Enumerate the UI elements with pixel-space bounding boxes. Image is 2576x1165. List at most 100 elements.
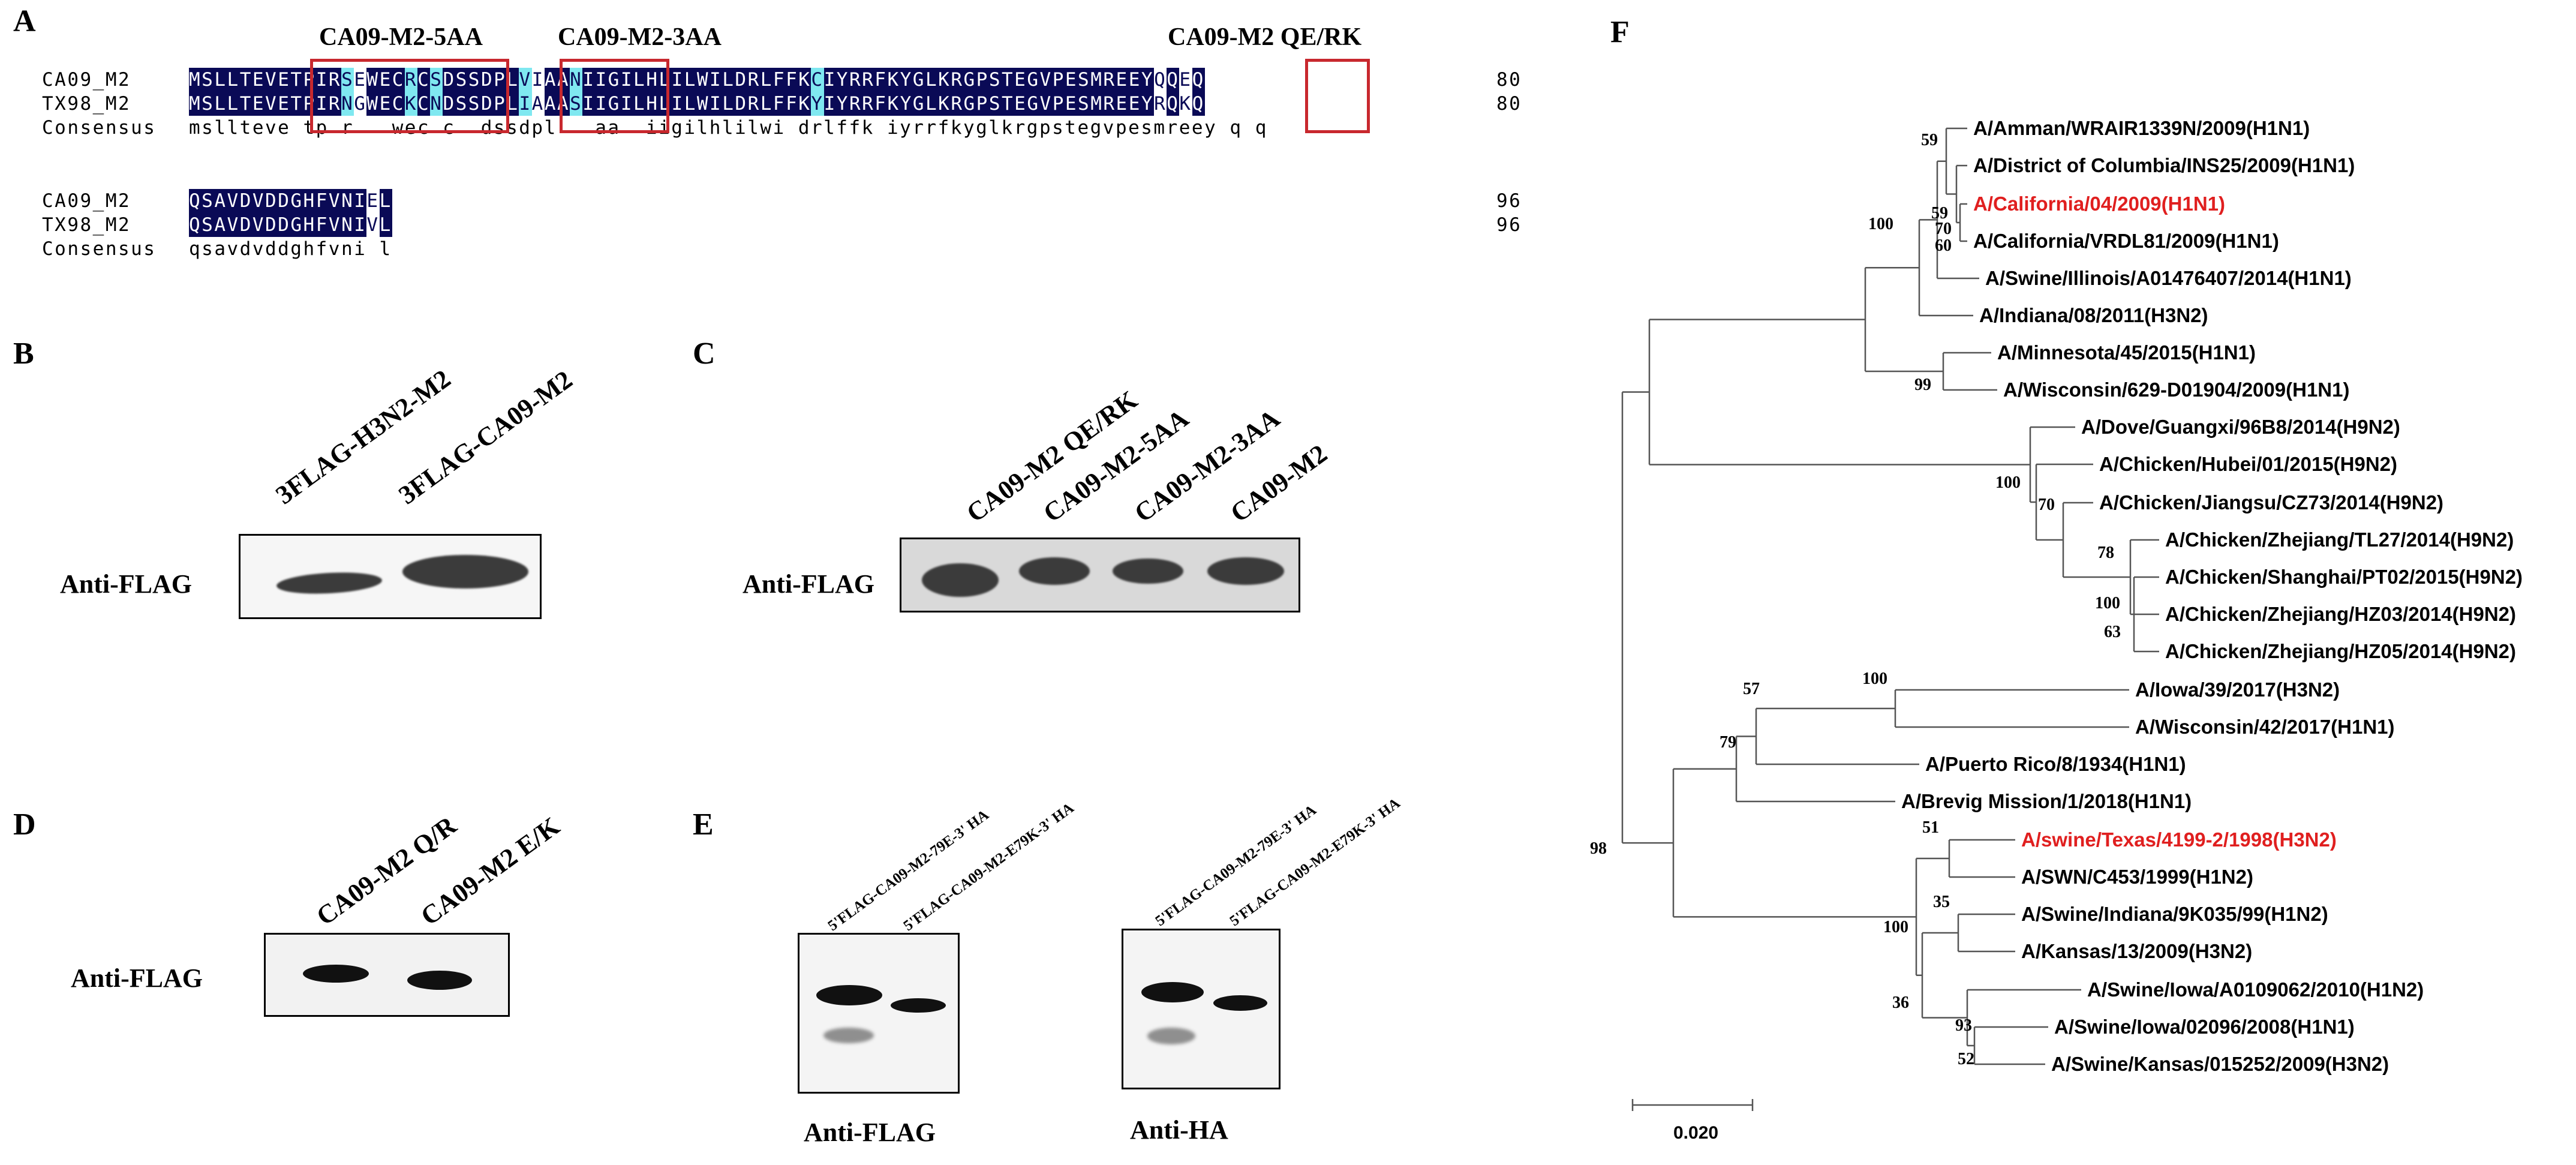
blot-image	[239, 534, 542, 619]
blot-band	[1019, 557, 1090, 585]
blot-band	[407, 971, 472, 990]
consensus-sequence: msllteve tp r wec c dssdpl aa iigilhlilw…	[189, 117, 1268, 139]
region-title-5aa: CA09-M2-5AA	[319, 23, 483, 51]
taxon-label: A/Swine/Kansas/015252/2009(H3N2)	[2051, 1053, 2389, 1075]
bootstrap-value: 63	[2104, 623, 2121, 641]
bootstrap-value: 57	[1743, 680, 1760, 698]
taxon-label: A/swine/Texas/4199-2/1998(H3N2)	[2021, 828, 2337, 851]
taxon-label: A/Chicken/Jiangsu/CZ73/2014(H9N2)	[2099, 491, 2444, 514]
taxon-label: A/District of Columbia/INS25/2009(H1N1)	[1973, 154, 2355, 176]
bootstrap-value: 100	[1862, 669, 1887, 688]
blot-band	[276, 570, 383, 596]
bootstrap-value: 98	[1590, 839, 1607, 858]
region-title-3aa: CA09-M2-3AA	[558, 23, 722, 51]
taxon-label: A/Indiana/08/2011(H3N2)	[1979, 304, 2208, 326]
antibody-label: Anti-HA	[1130, 1115, 1228, 1145]
position-number: 96	[1496, 214, 1522, 236]
blot-band	[891, 998, 946, 1013]
panel-label-b: B	[13, 337, 34, 371]
bootstrap-value: 100	[1995, 473, 2021, 492]
panel-label-c: C	[693, 337, 716, 371]
sequence-name: TX98_M2	[42, 93, 131, 115]
bootstrap-value: 59	[1921, 131, 1938, 149]
highlight-box-3aa	[560, 59, 669, 133]
blot-image	[1122, 929, 1281, 1089]
antibody-label: Anti-FLAG	[804, 1118, 936, 1147]
highlight-box-qerk	[1305, 59, 1370, 133]
sequence: QSAVDVDDGHFVNIVL	[189, 213, 392, 237]
taxon-label: A/Chicken/Zhejiang/HZ05/2014(H9N2)	[2165, 640, 2517, 662]
taxon-label: A/SWN/C453/1999(H1N2)	[2021, 866, 2253, 888]
tree-branches	[1621, 127, 2159, 1111]
bootstrap-value: 100	[2095, 594, 2120, 612]
taxon-label: A/Wisconsin/629-D01904/2009(H1N1)	[2003, 379, 2350, 401]
bootstrap-value: 70	[2038, 496, 2055, 514]
taxon-label: A/Swine/Illinois/A01476407/2014(H1N1)	[1985, 267, 2352, 289]
bootstrap-value: 59	[1931, 204, 1948, 223]
sequence-name: TX98_M2	[42, 214, 131, 236]
panel-label-e: E	[693, 807, 714, 842]
blot-band	[1141, 982, 1204, 1002]
blot-band	[816, 985, 882, 1005]
panel-label-d: D	[13, 807, 36, 842]
taxon-label: A/Chicken/Shanghai/PT02/2015(H9N2)	[2165, 566, 2523, 588]
sequence-name: CA09_M2	[42, 190, 131, 212]
bootstrap-value: 93	[1955, 1016, 1972, 1035]
blot-band	[823, 1028, 874, 1043]
bootstrap-value: 52	[1958, 1050, 1974, 1068]
phylogenetic-tree: A/Amman/WRAIR1339N/2009(H1N1) A/District …	[1583, 90, 2576, 1165]
taxon-label: A/Kansas/13/2009(H3N2)	[2021, 940, 2253, 962]
blot-band	[1207, 557, 1284, 585]
blot-band	[1213, 995, 1267, 1011]
bootstrap-value: 79	[1720, 732, 1736, 752]
sequence-name: CA09_M2	[42, 69, 131, 91]
bootstrap-value: 60	[1935, 236, 1952, 255]
taxon-label: A/Chicken/Zhejiang/TL27/2014(H9N2)	[2165, 529, 2514, 551]
taxon-label: A/Minnesota/45/2015(H1N1)	[1997, 341, 2256, 364]
position-number: 80	[1496, 69, 1522, 91]
blot-band	[922, 563, 999, 597]
blot-band	[1147, 1028, 1195, 1044]
bootstrap-value: 36	[1892, 993, 1909, 1012]
sequence-name: Consensus	[42, 117, 157, 139]
taxon-label: A/Puerto Rico/8/1934(H1N1)	[1925, 753, 2186, 775]
panel-label-f: F	[1610, 15, 1630, 49]
bootstrap-value: 99	[1914, 376, 1931, 394]
blot-band	[1113, 559, 1183, 584]
position-number: 96	[1496, 190, 1522, 212]
region-title-qerk: CA09-M2 QE/RK	[1168, 23, 1362, 51]
taxon-label: A/California/04/2009(H1N1)	[1973, 193, 2225, 215]
blot-image	[900, 538, 1300, 612]
blot-image	[798, 933, 960, 1094]
antibody-label: Anti-FLAG	[743, 569, 874, 599]
taxon-label: A/Dove/Guangxi/96B8/2014(H9N2)	[2081, 416, 2400, 438]
taxon-label: A/Swine/Iowa/A0109062/2010(H1N2)	[2087, 978, 2424, 1001]
bootstrap-value: 100	[1883, 918, 1908, 936]
bootstrap-value: 51	[1922, 818, 1939, 837]
bootstrap-value: 78	[2097, 544, 2114, 562]
taxon-label: A/Chicken/Hubei/01/2015(H9N2)	[2099, 453, 2398, 475]
bootstrap-value: 70	[1935, 220, 1952, 238]
taxon-label: A/Brevig Mission/1/2018(H1N1)	[1901, 790, 2192, 812]
taxon-label: A/Chicken/Zhejiang/HZ03/2014(H9N2)	[2165, 603, 2517, 625]
taxon-label: A/Swine/Iowa/02096/2008(H1N1)	[2054, 1016, 2355, 1038]
sequence-name: Consensus	[42, 238, 157, 260]
position-number: 80	[1496, 93, 1522, 115]
blot-image	[264, 933, 510, 1017]
taxon-label: A/Swine/Indiana/9K035/99(H1N2)	[2021, 903, 2328, 925]
taxon-label: A/Wisconsin/42/2017(H1N1)	[2135, 716, 2395, 738]
blot-band	[402, 555, 528, 588]
consensus-sequence: qsavdvddghfvni l	[189, 238, 392, 260]
panel-label-a: A	[13, 4, 36, 38]
taxon-label: A/Iowa/39/2017(H3N2)	[2135, 678, 2340, 701]
highlight-box-5aa	[310, 59, 509, 133]
sequence: QSAVDVDDGHFVNIEL	[189, 189, 392, 213]
taxon-label: A/Amman/WRAIR1339N/2009(H1N1)	[1973, 117, 2310, 139]
bootstrap-value: 35	[1933, 893, 1950, 911]
blot-band	[303, 965, 369, 983]
antibody-label: Anti-FLAG	[71, 963, 203, 993]
antibody-label: Anti-FLAG	[60, 569, 192, 599]
taxon-label: A/California/VRDL81/2009(H1N1)	[1973, 230, 2279, 252]
bootstrap-value: 100	[1868, 215, 1893, 234]
